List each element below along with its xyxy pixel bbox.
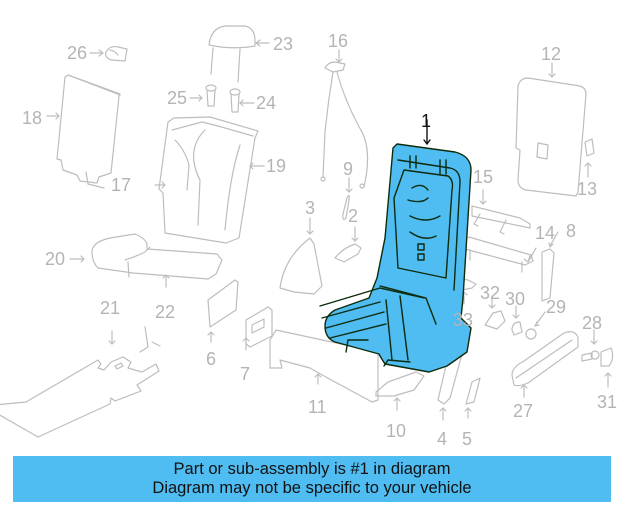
callout-3[interactable]: 3	[305, 198, 316, 218]
part-1-arrow-icon	[423, 119, 431, 145]
part-21-mat-icon	[0, 326, 161, 438]
callout-16[interactable]: 16	[328, 31, 349, 51]
callout-26[interactable]: 26	[67, 43, 88, 63]
part-27-armrest-icon	[511, 331, 579, 398]
callout-24[interactable]: 24	[256, 93, 277, 113]
part-32-latch-icon	[484, 295, 506, 330]
part-7-bracket-icon	[242, 306, 273, 351]
part-15-bracket-icon	[471, 189, 531, 235]
callout-17[interactable]: 17	[111, 175, 132, 195]
callout-11[interactable]: 11	[308, 397, 327, 417]
callout-2[interactable]: 2	[348, 206, 359, 226]
part-13-clip-icon	[584, 138, 595, 178]
callout-31[interactable]: 31	[597, 392, 618, 412]
callout-20[interactable]: 20	[45, 249, 66, 269]
callout-30[interactable]: 30	[505, 289, 526, 309]
callout-12[interactable]: 12	[541, 44, 562, 64]
part-5-cover-icon	[464, 377, 481, 419]
callout-6[interactable]: 6	[206, 349, 217, 369]
parts-diagram: 1 2 3 4 5 6 7 8 9 10 11 12 13 14 15 16 1…	[0, 25, 618, 449]
callout-33[interactable]: 33	[453, 310, 474, 330]
part-30-cap-icon	[511, 305, 523, 336]
part-9-hook-icon	[342, 177, 353, 220]
diagram-line-art	[0, 25, 614, 438]
callout-28[interactable]: 28	[582, 313, 603, 333]
callout-4[interactable]: 4	[437, 429, 448, 449]
callout-1[interactable]: 1	[421, 111, 432, 131]
callout-19[interactable]: 19	[266, 156, 287, 176]
callout-22[interactable]: 22	[155, 302, 176, 322]
part-31-cap-icon	[600, 347, 614, 388]
callout-23[interactable]: 23	[273, 34, 294, 54]
callout-10[interactable]: 10	[386, 421, 407, 441]
callout-9[interactable]: 9	[343, 159, 354, 179]
part-3-hinge-cover-icon	[279, 217, 323, 295]
part-10-bracket-icon	[375, 371, 425, 411]
callout-32[interactable]: 32	[480, 283, 501, 303]
part-2-latch-icon	[334, 226, 362, 263]
part-1-seat-assembly-icon	[319, 143, 472, 373]
callout-29[interactable]: 29	[546, 297, 567, 317]
part-29-screw-icon	[525, 311, 546, 340]
part-18-back-panel-icon	[46, 74, 121, 189]
callout-15[interactable]: 15	[473, 167, 494, 187]
callout-13[interactable]: 13	[577, 179, 598, 199]
callout-27[interactable]: 27	[513, 401, 534, 421]
callout-7[interactable]: 7	[240, 364, 251, 384]
part-12-back-panel-icon	[515, 62, 587, 197]
part-14-rail-icon	[462, 236, 537, 273]
part-6-panel-icon	[207, 279, 239, 343]
part-28-bolt-icon	[581, 329, 600, 362]
callout-8[interactable]: 8	[566, 221, 577, 241]
part-23-headrest-icon	[208, 25, 270, 83]
callout-21[interactable]: 21	[100, 298, 121, 318]
callout-5[interactable]: 5	[462, 429, 473, 449]
banner-line-1: Part or sub-assembly is #1 in diagram	[173, 460, 451, 478]
part-16-belt-icon	[320, 49, 369, 189]
info-banner: Part or sub-assembly is #1 in diagram Di…	[13, 456, 611, 502]
part-26-clip-icon	[89, 45, 128, 62]
banner-line-2: Diagram may not be specific to your vehi…	[152, 479, 472, 497]
part-24-guide-icon	[229, 88, 255, 113]
callout-18[interactable]: 18	[22, 108, 43, 128]
callout-14[interactable]: 14	[535, 223, 556, 243]
part-17-19-seat-back-icon	[154, 116, 265, 244]
callout-25[interactable]: 25	[167, 88, 188, 108]
part-25-guide-icon	[189, 84, 217, 107]
part-20-22-cushion-icon	[69, 233, 223, 288]
part-8-bracket-icon	[541, 231, 559, 302]
